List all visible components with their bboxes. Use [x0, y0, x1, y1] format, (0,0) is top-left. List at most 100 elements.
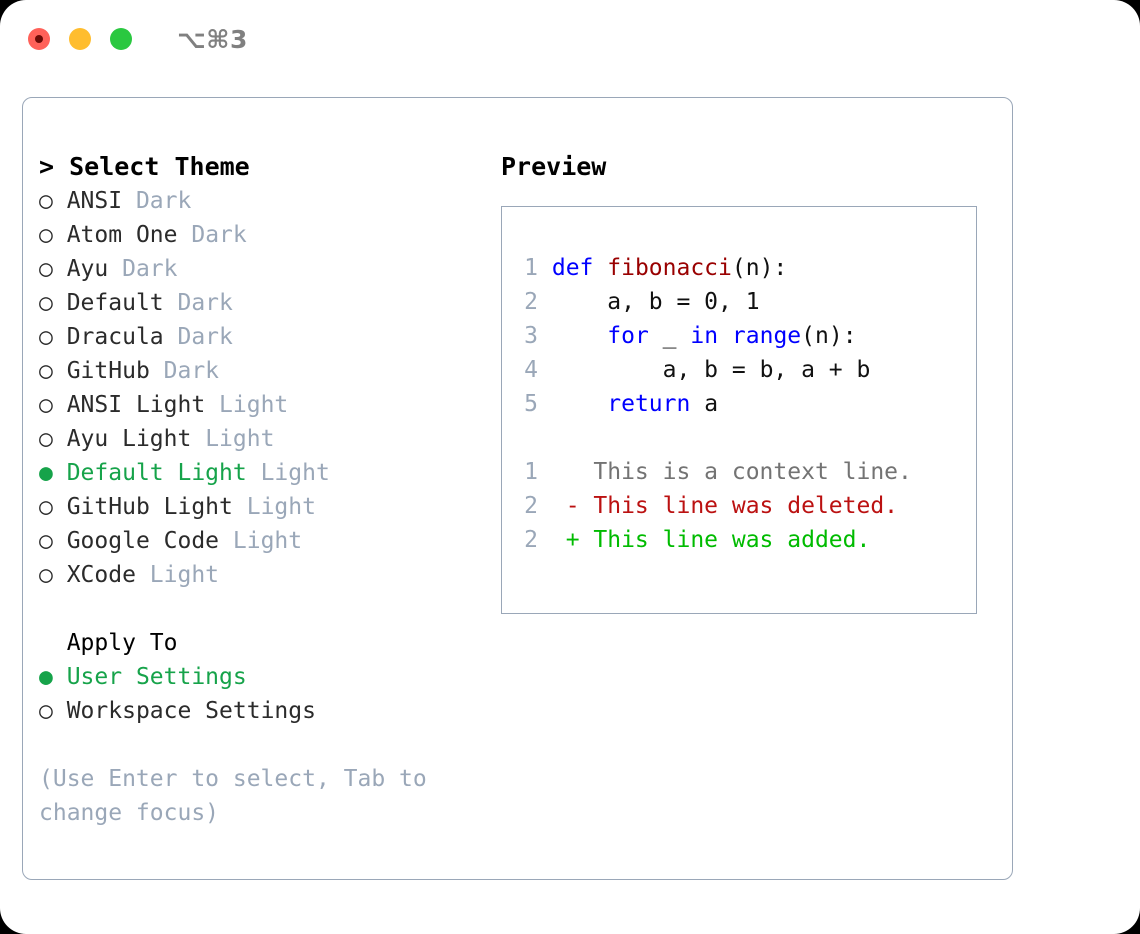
apply-to-list[interactable]: ● User Settings○ Workspace Settings [39, 660, 489, 728]
theme-option-7[interactable]: ○ Ayu Light Light [39, 422, 489, 456]
theme-variant-badge: Dark [177, 290, 233, 316]
code-token [552, 323, 607, 349]
radio-empty-icon: ○ [39, 222, 53, 248]
theme-option-10[interactable]: ○ Google Code Light [39, 524, 489, 558]
radio-selected-icon: ● [39, 460, 53, 486]
theme-option-4[interactable]: ○ Dracula Dark [39, 320, 489, 354]
code-token: in [690, 323, 719, 349]
theme-option-label: XCode [52, 562, 150, 588]
theme-option-label: GitHub Light [52, 494, 247, 520]
select-theme-header: > Select Theme [39, 152, 250, 181]
code-line: 4 a, b = b, a + b [520, 353, 976, 387]
theme-option-2[interactable]: ○ Ayu Dark [39, 252, 489, 286]
code-token [718, 323, 732, 349]
radio-empty-icon: ○ [39, 290, 53, 316]
code-token: return [607, 391, 691, 417]
theme-variant-badge: Light [260, 460, 330, 486]
radio-empty-icon: ○ [39, 324, 53, 350]
theme-option-label: ANSI [52, 188, 136, 214]
theme-variant-badge: Dark [163, 358, 220, 384]
theme-option-5[interactable]: ○ GitHub Dark [39, 354, 489, 388]
radio-empty-icon: ○ [39, 358, 53, 384]
apply-to-option-label: User Settings [52, 664, 247, 690]
theme-option-0[interactable]: ○ ANSI Dark [39, 184, 489, 218]
close-button[interactable] [28, 28, 50, 50]
radio-empty-icon: ○ [39, 188, 53, 214]
theme-variant-badge: Dark [135, 188, 192, 214]
diff-marker: + [538, 527, 580, 553]
code-line: 2 a, b = 0, 1 [520, 285, 976, 319]
theme-variant-badge: Dark [122, 256, 178, 282]
theme-option-9[interactable]: ○ GitHub Light Light [39, 490, 489, 524]
theme-option-11[interactable]: ○ XCode Light [39, 558, 489, 592]
code-token: def [551, 255, 608, 281]
apply-to-option-label: Workspace Settings [52, 698, 316, 724]
zoom-button[interactable] [110, 28, 132, 50]
theme-option-1[interactable]: ○ Atom One Dark [39, 218, 489, 252]
line-number: 4 [524, 357, 538, 383]
theme-variant-badge: Light [219, 392, 289, 418]
theme-variant-badge: Dark [191, 222, 247, 248]
code-token: _ [648, 323, 691, 349]
line-number: 2 [524, 289, 538, 315]
theme-option-3[interactable]: ○ Default Dark [39, 286, 489, 320]
apply-to-option-0[interactable]: ● User Settings [39, 660, 489, 694]
theme-variant-badge: Light [246, 494, 316, 520]
diff-text: This line was deleted. [579, 493, 899, 519]
main-panel: > Select Theme ○ ANSI Dark○ Atom One Dar… [22, 97, 1013, 880]
diff-sample: 1 This is a context line. 2 - This line w… [520, 455, 976, 557]
theme-option-label: Default Light [52, 460, 261, 486]
diff-marker: - [538, 493, 580, 519]
keyboard-shortcut-label: ⌥⌘3 [177, 24, 248, 54]
theme-option-label: Default [52, 290, 178, 316]
code-diff-spacer [520, 421, 976, 455]
theme-option-label: Google Code [52, 528, 233, 554]
theme-option-label: Dracula [52, 324, 178, 350]
diff-line: 2 + This line was added. [520, 523, 976, 557]
code-line: 1 def fibonacci(n): [520, 251, 976, 285]
code-token: (n): [731, 255, 788, 281]
theme-option-6[interactable]: ○ ANSI Light Light [39, 388, 489, 422]
diff-text: This is a context line. [579, 459, 912, 485]
line-number: 1 [524, 459, 538, 485]
radio-empty-icon: ○ [39, 528, 53, 554]
radio-empty-icon: ○ [39, 426, 53, 452]
radio-empty-icon: ○ [39, 494, 53, 520]
code-token: (n): [801, 323, 857, 349]
theme-option-label: Ayu [52, 256, 123, 282]
line-number: 5 [524, 391, 538, 417]
theme-option-8[interactable]: ● Default Light Light [39, 456, 489, 490]
radio-selected-icon: ● [39, 664, 53, 690]
theme-option-label: GitHub [52, 358, 164, 384]
line-number: 2 [524, 527, 538, 553]
line-number: 1 [524, 255, 538, 281]
apply-to-option-1[interactable]: ○ Workspace Settings [39, 694, 489, 728]
apply-to-header: Apply To [39, 630, 178, 656]
keyboard-hint: (Use Enter to select, Tab to change focu… [39, 766, 427, 826]
theme-option-label: ANSI Light [52, 392, 220, 418]
code-token: a, b = b, a + b [551, 357, 871, 383]
theme-variant-badge: Light [232, 528, 303, 554]
radio-empty-icon: ○ [39, 256, 53, 282]
preview-title: Preview [501, 152, 607, 181]
theme-list[interactable]: ○ ANSI Dark○ Atom One Dark○ Ayu Dark○ De… [39, 184, 489, 592]
window-controls [28, 28, 132, 50]
code-line: 3 for _ in range(n): [520, 319, 976, 353]
diff-line: 1 This is a context line. [520, 455, 976, 489]
radio-empty-icon: ○ [39, 698, 53, 724]
minimize-button[interactable] [69, 28, 91, 50]
code-token: a [690, 391, 719, 417]
diff-text: This line was added. [579, 527, 871, 553]
code-token: a, b = 0, 1 [551, 289, 760, 315]
code-token: range [731, 323, 802, 349]
line-number: 3 [524, 323, 538, 349]
title-bar: ⌥⌘3 [0, 0, 1140, 78]
code-token: fibonacci [607, 255, 732, 281]
line-number: 2 [524, 493, 538, 519]
code-token [552, 391, 607, 417]
theme-option-label: Ayu Light [52, 426, 206, 452]
theme-variant-badge: Light [149, 562, 220, 588]
code-line: 5 return a [520, 387, 976, 421]
